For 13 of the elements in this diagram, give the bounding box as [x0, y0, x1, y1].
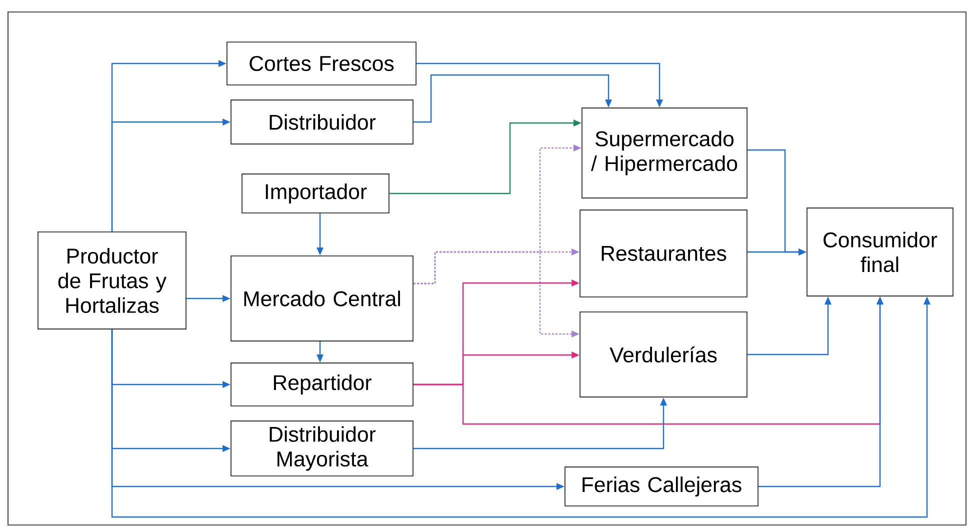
flow-box: Distribuidor — [230, 100, 414, 144]
flow-box: Mercado Central — [230, 256, 414, 342]
flow-box: Cortes Frescos — [226, 42, 416, 86]
flow-box: Productor de Frutas y Hortalizas — [38, 232, 186, 330]
flow-box: Restaurantes — [580, 210, 748, 298]
flow-box: Repartidor — [230, 362, 414, 406]
flow-box: Supermercado / Hipermercado — [582, 108, 748, 198]
arrow — [413, 74, 612, 123]
flow-box: Importador — [242, 174, 390, 214]
flow-box: Distribuidor Mayorista — [230, 420, 414, 476]
flow-box: Ferias Callejeras — [564, 466, 758, 506]
flow-box: Consumidor final — [806, 208, 954, 296]
flow-box: Verdulerías — [580, 312, 748, 398]
